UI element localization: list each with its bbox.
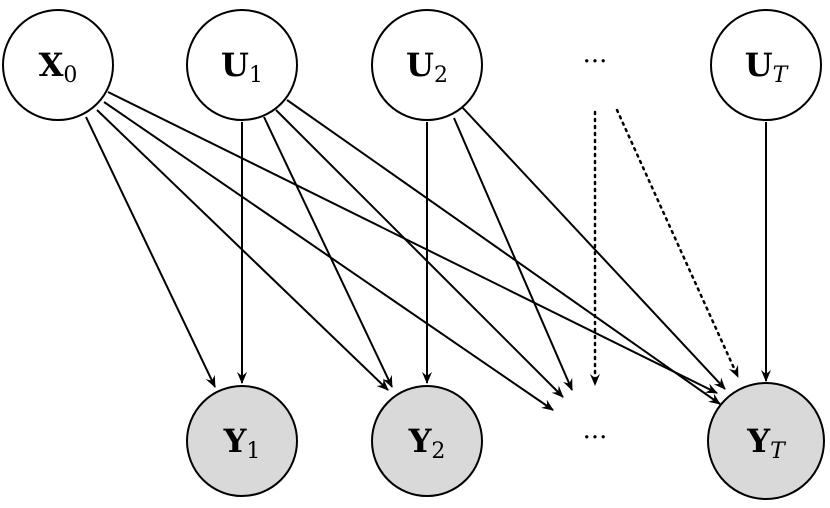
edge-u2-yt	[461, 106, 726, 390]
ellipsis-top: ···	[583, 47, 608, 77]
node-u1: U1	[186, 9, 298, 121]
edge-dotted-diagonal	[615, 108, 740, 379]
svg-text:Y1: Y1	[223, 422, 261, 464]
node-u2: U2	[371, 9, 483, 121]
edge-x0-yt	[107, 91, 718, 394]
node-y1-sub: 1	[246, 439, 260, 464]
node-x0-main: X	[39, 46, 64, 84]
svg-text:X0: X0	[39, 46, 78, 88]
edge-x0-ellipsis	[103, 101, 554, 411]
edge-u1-ellipsis	[275, 109, 564, 398]
node-yt-main: Y	[746, 422, 771, 460]
edges-from-x0	[85, 91, 718, 411]
node-x0: X0	[2, 9, 114, 121]
node-ut: UT	[710, 9, 822, 121]
edge-u1-yt	[286, 99, 721, 405]
node-y2: Y2	[371, 385, 483, 497]
svg-text:U1: U1	[221, 46, 263, 88]
node-u1-sub: 1	[249, 63, 263, 88]
node-ut-sub: T	[773, 63, 790, 88]
svg-text:YT: YT	[746, 422, 787, 464]
node-y2-main: Y	[408, 422, 433, 460]
node-y2-sub: 2	[431, 439, 445, 464]
node-yt: YT	[707, 382, 825, 500]
edges-dotted	[590, 108, 740, 387]
svg-text:U2: U2	[406, 46, 448, 88]
edges-from-u1	[237, 99, 721, 405]
node-x0-sub: 0	[63, 63, 77, 88]
edge-x0-y1	[85, 116, 216, 388]
ellipsis-bottom: ···	[583, 423, 608, 453]
svg-text:UT: UT	[745, 46, 790, 88]
node-u2-main: U	[406, 46, 434, 84]
svg-text:Y2: Y2	[408, 422, 446, 464]
edge-u2-ellipsis	[453, 117, 573, 391]
node-u2-sub: 2	[434, 63, 448, 88]
node-y1: Y1	[186, 385, 298, 497]
edges-from-u2	[422, 106, 726, 391]
node-yt-sub: T	[770, 439, 787, 464]
edge-u1-y2	[263, 116, 393, 388]
node-u1-main: U	[221, 46, 249, 84]
node-ut-main: U	[745, 46, 773, 84]
node-y1-main: Y	[223, 422, 248, 460]
